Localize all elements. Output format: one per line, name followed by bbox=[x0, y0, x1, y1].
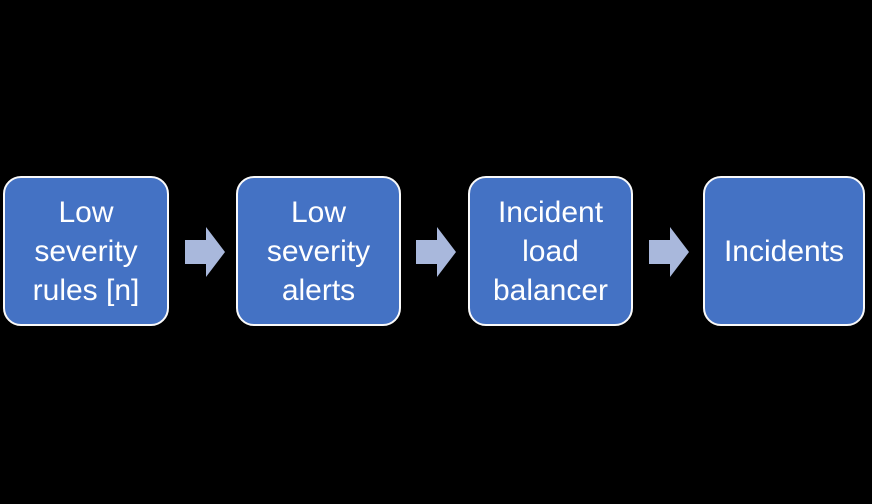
node-low-severity-alerts: Low severity alerts bbox=[236, 176, 401, 326]
node-low-severity-rules: Low severity rules [n] bbox=[3, 176, 169, 326]
node-incident-load-balancer: Incident load balancer bbox=[468, 176, 633, 326]
flow-arrow-icon bbox=[649, 227, 689, 277]
node-incidents: Incidents bbox=[703, 176, 865, 326]
node-label: Incident load balancer bbox=[492, 195, 609, 307]
node-label: Incidents bbox=[723, 234, 845, 268]
node-label: Low severity alerts bbox=[266, 195, 371, 307]
flow-arrow-icon bbox=[416, 227, 456, 277]
flow-arrow-icon bbox=[185, 227, 225, 277]
node-label: Low severity rules [n] bbox=[32, 195, 140, 307]
